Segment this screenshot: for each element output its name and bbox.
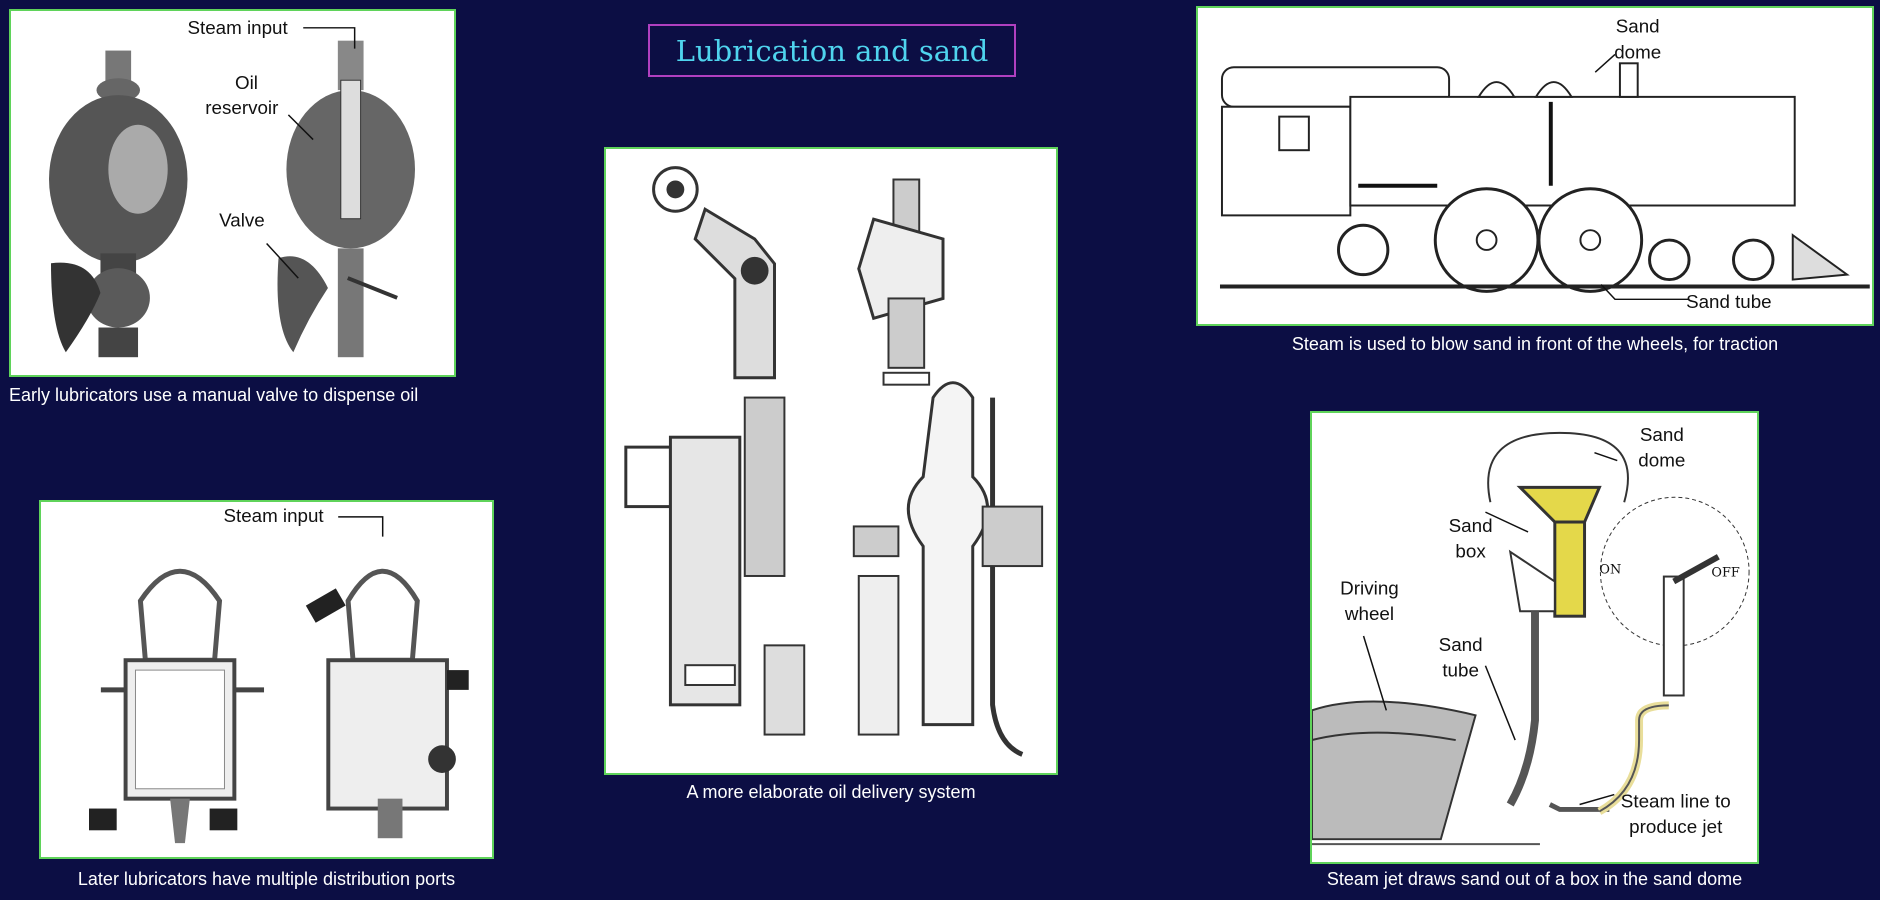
label-off: OFF [1711, 566, 1739, 581]
label-driving: Driving [1340, 577, 1399, 598]
label-oil: Oil [235, 72, 258, 93]
oil-delivery-figure [604, 147, 1058, 775]
label-steam-line-2: produce jet [1629, 816, 1723, 837]
sandbox-labels: Sand dome Sand box Driving wheel Sand tu… [1340, 424, 1740, 837]
early-lubricator-caption: Early lubricators use a manual valve to … [9, 385, 419, 405]
later-lubricator-labels: Steam input [223, 505, 324, 526]
page-title: Lubrication and sand [648, 24, 1016, 77]
locomotive-figure: Sand dome Sand tube [1196, 6, 1874, 326]
label-dome: dome [1614, 41, 1661, 62]
early-lubricator-figure: Steam input Oil reservoir Valve [9, 9, 456, 377]
label-sand-tube-1: Sand [1439, 634, 1483, 655]
label-sand-dome-1: Sand [1640, 424, 1684, 445]
label-reservoir: reservoir [205, 97, 278, 118]
early-lubricator-labels: Steam input Oil reservoir Valve [187, 17, 288, 231]
label-steam-line-1: Steam line to [1621, 790, 1731, 811]
sandbox-caption: Steam jet draws sand out of a box in the… [1326, 869, 1743, 889]
label-steam-input-2: Steam input [223, 505, 324, 526]
label-sand-dome-2: dome [1638, 450, 1685, 471]
early-lubricator-illustration [49, 27, 415, 358]
locomotive-labels: Sand dome Sand tube [1614, 16, 1772, 313]
label-on: ON [1599, 563, 1621, 578]
oil-delivery-illustration [624, 166, 1044, 757]
locomotive-caption: Steam is used to blow sand in front of t… [1291, 334, 1779, 354]
locomotive-illustration [1219, 53, 1870, 301]
label-sand-tube: Sand tube [1686, 291, 1772, 312]
later-lubricator-figure: Steam input [39, 500, 494, 859]
label-wheel: wheel [1344, 603, 1394, 624]
sandbox-illustration [1312, 431, 1750, 846]
label-sand-box-1: Sand [1449, 515, 1493, 536]
later-lubricator-caption: Later lubricators have multiple distribu… [77, 869, 456, 889]
label-valve: Valve [219, 210, 265, 231]
label-sand-tube-2: tube [1442, 660, 1479, 681]
oil-delivery-caption: A more elaborate oil delivery system [686, 782, 976, 802]
later-lubricator-illustration [89, 516, 469, 844]
sandbox-figure: Sand dome Sand box Driving wheel Sand tu… [1310, 411, 1759, 864]
label-sand: Sand [1616, 16, 1660, 37]
label-steam-input: Steam input [187, 17, 288, 38]
label-sand-box-2: box [1455, 541, 1486, 562]
